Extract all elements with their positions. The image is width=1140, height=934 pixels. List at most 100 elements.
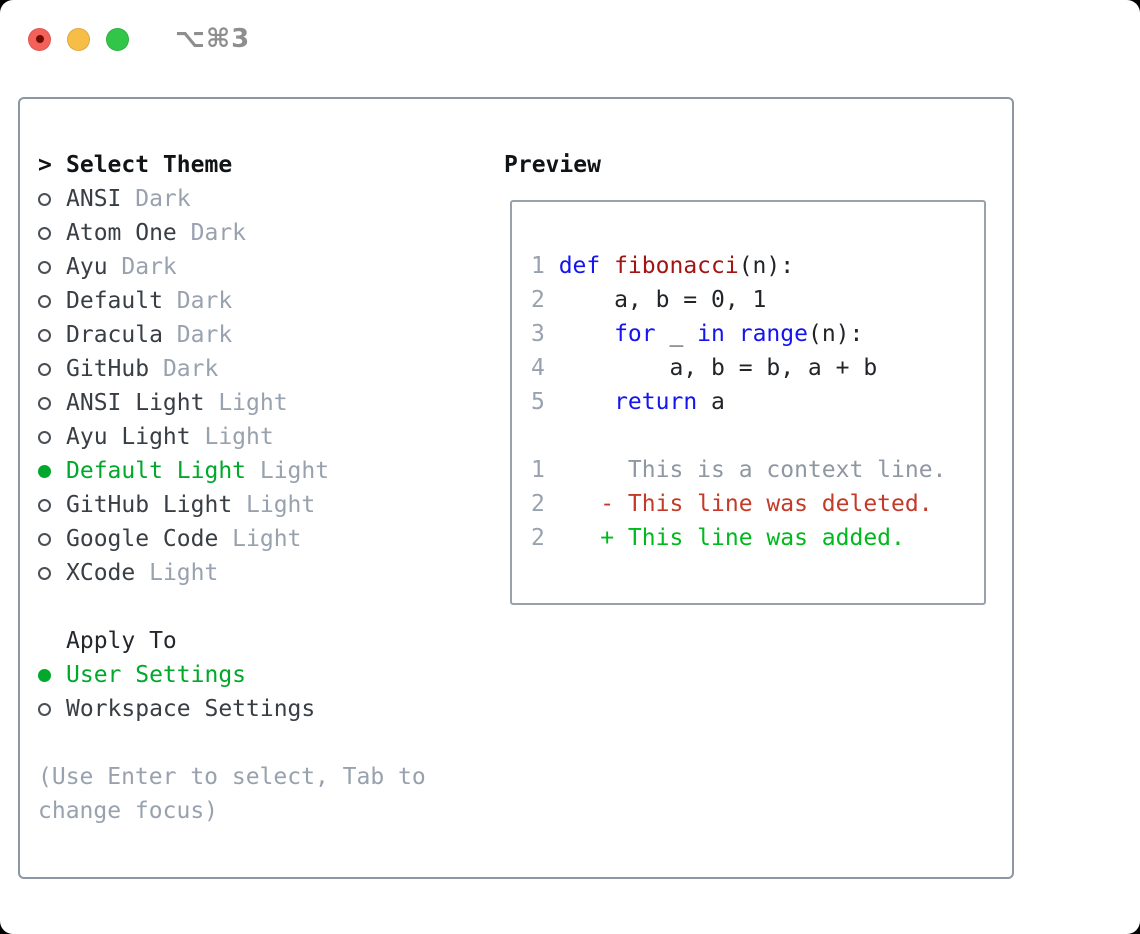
radio-icon — [38, 250, 66, 284]
code-segment: (n): — [738, 253, 795, 279]
diff-text: - This line was deleted. — [558, 491, 933, 517]
option-tag: Dark — [176, 322, 233, 348]
option-label: Workspace Settings — [66, 696, 316, 722]
diff-text: This is a context line. — [558, 457, 947, 483]
theme-option-default-light[interactable]: Default Light Light — [38, 454, 440, 488]
radio-circle — [38, 328, 51, 342]
code-segment: def — [558, 253, 615, 279]
code-segment: (n): — [807, 321, 864, 347]
close-button[interactable] — [28, 27, 51, 51]
diff-text: + This line was added. — [558, 525, 905, 551]
radio-circle — [38, 294, 51, 308]
radio-icon — [38, 284, 66, 318]
theme-option-ansi-light[interactable]: ANSI Light Light — [38, 386, 440, 420]
radio-circle — [38, 362, 51, 376]
diff-line-deleted: 2 - This line was deleted. — [531, 487, 984, 521]
radio-circle — [38, 566, 51, 580]
option-tag: Dark — [162, 356, 219, 382]
radio-icon — [38, 352, 66, 386]
radio-icon — [38, 216, 66, 250]
code-segment: _ — [655, 321, 698, 347]
option-label: User Settings — [66, 662, 247, 688]
code-segment: a — [697, 389, 725, 415]
line-number: 1 — [531, 253, 545, 279]
code-segment: a, b = 0, 1 — [558, 287, 767, 313]
theme-option-ayu-light[interactable]: Ayu Light Light — [38, 420, 440, 454]
option-label: GitHub Light — [66, 492, 233, 518]
code-line: 4 a, b = b, a + b — [531, 351, 984, 385]
option-tag: Light — [259, 458, 330, 484]
radio-circle — [38, 226, 51, 240]
radio-circle — [38, 532, 51, 546]
theme-option-xcode[interactable]: XCode Light — [38, 556, 440, 590]
line-number: 5 — [531, 389, 545, 415]
zoom-button[interactable] — [106, 27, 129, 51]
code-segment: for — [614, 321, 656, 347]
option-label: Ayu Light — [66, 424, 191, 450]
diff-line-added: 2 + This line was added. — [531, 521, 984, 555]
option-label: ANSI — [66, 186, 122, 212]
radio-icon — [38, 318, 66, 352]
list-gap — [38, 590, 440, 624]
page-title: Select Theme — [66, 152, 233, 178]
line-number: 2 — [531, 491, 545, 517]
option-tag: Dark — [121, 254, 177, 280]
radio-circle — [38, 498, 51, 512]
radio-icon — [38, 386, 66, 420]
select-theme-header: > Select Theme — [38, 148, 440, 182]
theme-option-google-code[interactable]: Google Code Light — [38, 522, 440, 556]
apply-option-workspace-settings[interactable]: Workspace Settings — [38, 692, 440, 726]
radio-icon — [38, 488, 66, 522]
radio-circle — [38, 430, 51, 444]
theme-option-github[interactable]: GitHub Dark — [38, 352, 440, 386]
option-label: Atom One — [66, 220, 177, 246]
code-segment: fibonacci — [614, 253, 739, 279]
radio-icon — [38, 522, 66, 556]
option-label: GitHub — [66, 356, 150, 382]
radio-circle — [38, 396, 51, 410]
option-label: Default Light — [66, 458, 247, 484]
preview-diff: 1 This is a context line.2 - This line w… — [531, 453, 984, 555]
option-label: Ayu — [66, 254, 108, 280]
window-shortcut-label: ⌥⌘3 — [175, 24, 251, 54]
code-line: 2 a, b = 0, 1 — [531, 283, 984, 317]
apply-option-user-settings[interactable]: User Settings — [38, 658, 440, 692]
theme-option-ayu[interactable]: Ayu Dark — [38, 250, 440, 284]
line-number: 2 — [531, 525, 545, 551]
apply-to-header: Apply To — [38, 624, 440, 658]
option-tag: Light — [232, 526, 302, 552]
option-tag: Light — [149, 560, 219, 586]
radio-circle — [38, 464, 51, 478]
code-segment: in — [697, 321, 725, 347]
line-number: 2 — [531, 287, 545, 313]
option-label: XCode — [66, 560, 136, 586]
theme-option-default[interactable]: Default Dark — [38, 284, 440, 318]
radio-circle — [38, 260, 51, 274]
titlebar: ⌥⌘3 — [0, 0, 1140, 78]
code-segment — [725, 321, 739, 347]
focus-arrow-icon: > — [38, 152, 52, 178]
option-tag: Light — [218, 390, 288, 416]
radio-icon — [38, 182, 66, 216]
line-number: 1 — [531, 457, 545, 483]
diff-line-context: 1 This is a context line. — [531, 453, 984, 487]
option-tag: Light — [204, 424, 274, 450]
option-label: Default — [66, 288, 163, 314]
minimize-button[interactable] — [67, 27, 90, 51]
line-number: 3 — [531, 321, 545, 347]
code-segment: a, b = b, a + b — [558, 355, 878, 381]
help-text: (Use Enter to select, Tab to change focu… — [38, 764, 426, 824]
radio-selected-icon — [38, 658, 66, 692]
option-tag: Dark — [135, 186, 191, 212]
option-label: Google Code — [66, 526, 219, 552]
option-tag: Dark — [176, 288, 233, 314]
option-label: ANSI Light — [66, 390, 205, 416]
theme-option-ansi[interactable]: ANSI Dark — [38, 182, 440, 216]
